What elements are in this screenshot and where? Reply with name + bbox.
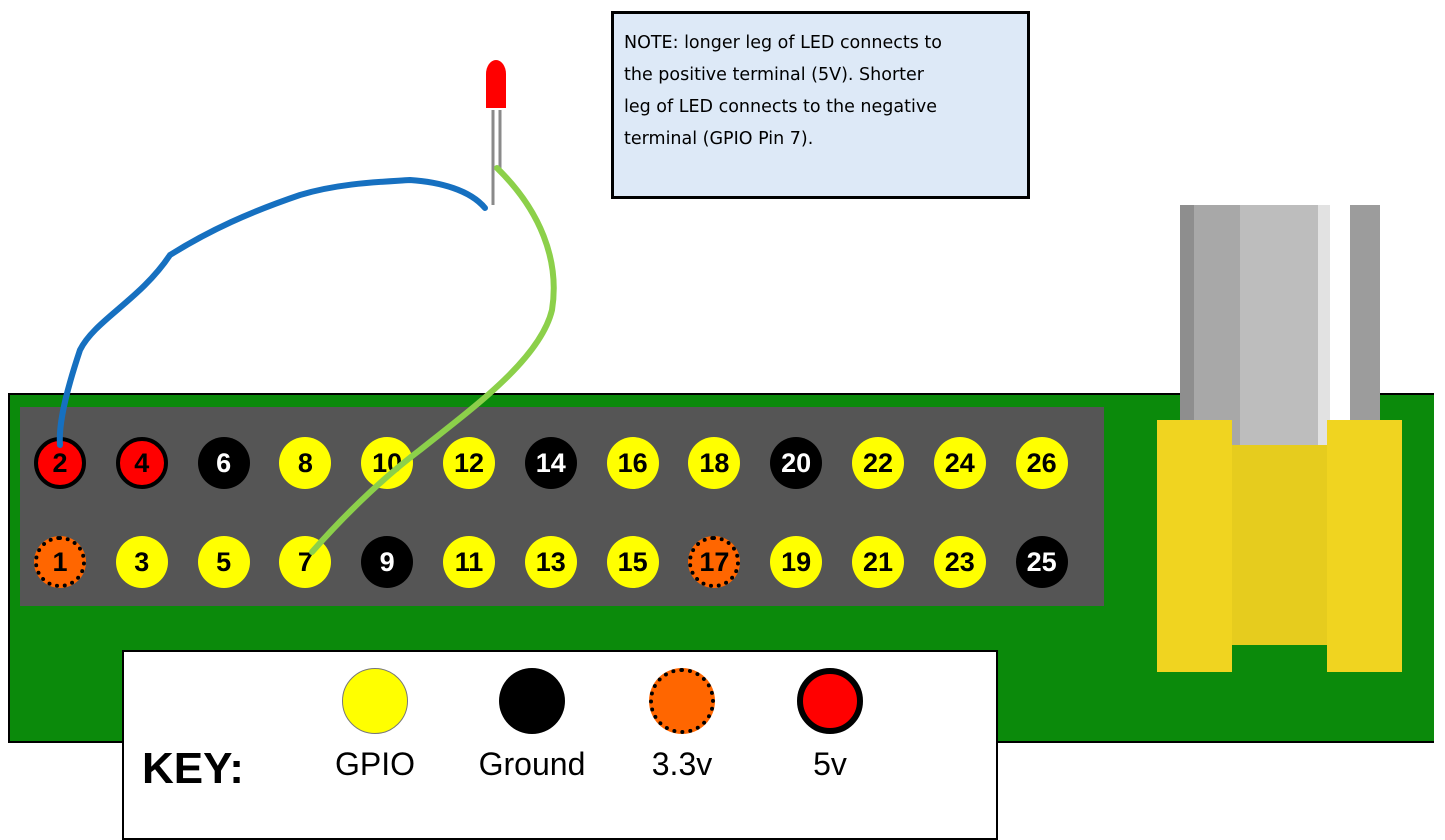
gpio-pin-13: 13 <box>524 536 577 588</box>
gpio-pin-16: 16 <box>606 437 659 489</box>
wire-negative <box>309 165 557 555</box>
gpio-pin-1: 1 <box>34 536 86 588</box>
wire-positive <box>56 176 488 448</box>
gpio-pin-26: 26 <box>1015 437 1068 489</box>
note-line: NOTE: longer leg of LED connects to <box>624 33 942 53</box>
connector-yellow-base <box>1157 420 1402 672</box>
note-text: NOTE: longer leg of LED connects to the … <box>624 27 1017 155</box>
ground-swatch-icon <box>499 668 565 734</box>
gpio-pin-21: 21 <box>852 536 904 588</box>
key-label: Ground <box>478 746 586 782</box>
key-item-5v: 5v <box>765 668 895 783</box>
gpio-pin-14: 14 <box>524 437 577 489</box>
gpio-swatch-icon <box>342 668 408 734</box>
key-title: KEY: <box>142 744 244 793</box>
gpio-pin-3: 3 <box>115 536 168 588</box>
note-line: terminal (GPIO Pin 7). <box>624 129 814 149</box>
gpio-pin-17: 17 <box>688 536 741 588</box>
gpio-pin-11: 11 <box>443 536 495 588</box>
led-icon <box>486 60 506 108</box>
key-label: GPIO <box>334 746 415 782</box>
gpio-pin-4: 4 <box>115 437 168 489</box>
5v-swatch-icon <box>797 668 863 734</box>
gpio-pin-22: 22 <box>852 437 904 489</box>
gpio-pin-24: 24 <box>933 437 986 489</box>
gpio-pin-20: 20 <box>770 437 823 489</box>
gpio-pin-12: 12 <box>443 437 495 489</box>
key-label: 3.3v <box>651 746 713 782</box>
connector-metal-shell <box>1180 205 1380 445</box>
note-box: NOTE: longer leg of LED connects to the … <box>611 11 1030 199</box>
gpio-pin-7: 7 <box>279 536 332 588</box>
key-legend: KEY: GPIO Ground 3.3v 5v <box>122 650 998 840</box>
gpio-pin-8: 8 <box>279 437 332 489</box>
gpio-pin-9: 9 <box>361 536 414 588</box>
note-line: the positive terminal (5V). Shorter <box>624 65 924 85</box>
note-line: leg of LED connects to the negative <box>624 97 937 117</box>
key-item-gpio: GPIO <box>310 668 440 783</box>
gpio-pin-19: 19 <box>770 536 823 588</box>
gpio-pin-25: 25 <box>1015 536 1068 588</box>
gpio-pin-6: 6 <box>197 437 250 489</box>
gpio-pin-23: 23 <box>933 536 986 588</box>
gpio-pin-18: 18 <box>688 437 741 489</box>
key-item-3v3: 3.3v <box>617 668 747 783</box>
gpio-pin-15: 15 <box>606 536 659 588</box>
3v3-swatch-icon <box>649 668 715 734</box>
key-item-ground: Ground <box>467 668 597 783</box>
gpio-pin-5: 5 <box>197 536 250 588</box>
key-label: 5v <box>813 746 847 782</box>
